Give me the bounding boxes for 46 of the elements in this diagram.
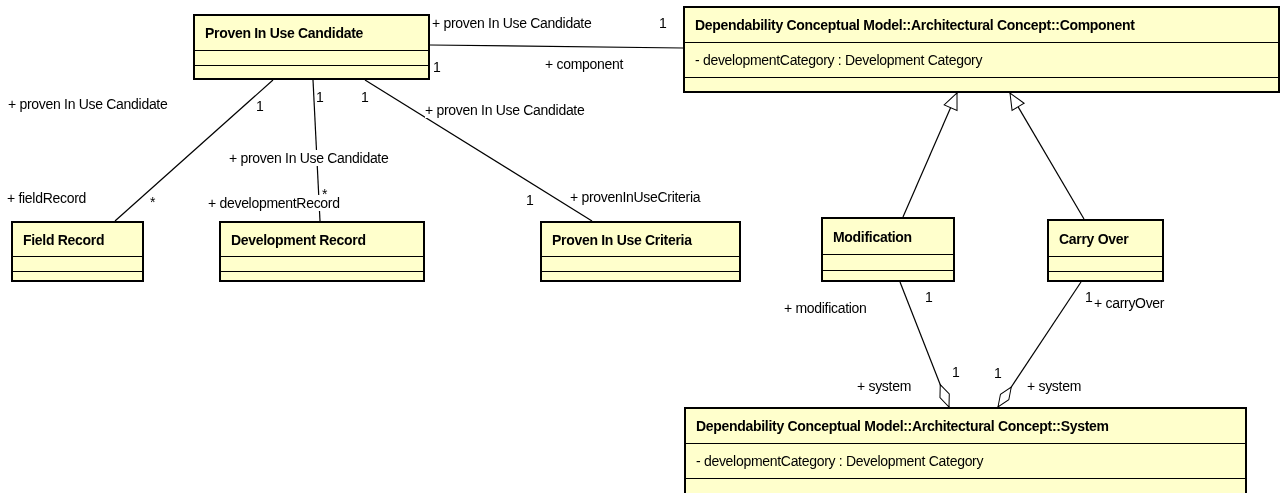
role-label: 1 [994, 365, 1002, 381]
generalization-arrow [1009, 92, 1085, 220]
class-box [684, 407, 1247, 493]
role-label: + developmentRecord [208, 195, 340, 211]
role-label: 1 [361, 89, 369, 105]
role-label: + modification [784, 300, 867, 316]
aggregation-line [899, 281, 950, 408]
class-name: Proven In Use Criteria [552, 231, 692, 248]
role-label: 1 [433, 59, 441, 75]
role-label: + provenInUseCriteria [570, 189, 701, 205]
attribute-text: - developmentCategory : Development Category [696, 453, 984, 469]
class-name: Dependability Conceptual Model::Architectural Concept::Component [695, 17, 1135, 33]
generalization-arrow [902, 92, 958, 218]
role-label: + component [545, 56, 624, 72]
role-label: + proven In Use Candidate [8, 96, 168, 112]
class-name: Field Record [23, 231, 105, 248]
association-line [364, 79, 593, 222]
class-box [540, 221, 741, 282]
role-label: 1 [316, 89, 324, 105]
class-name: Dependability Conceptual Model::Architectural Concept::System [696, 418, 1109, 434]
class-box [821, 217, 955, 282]
role-label: + system [857, 378, 911, 394]
role-label: + system [1027, 378, 1081, 394]
class-name: Proven In Use Candidate [205, 25, 364, 41]
role-label: 1 [925, 289, 933, 305]
class-box [11, 221, 144, 282]
class-box [193, 14, 430, 80]
role-label: + proven In Use Candidate [229, 150, 389, 166]
class-box [219, 221, 425, 282]
role-label: + fieldRecord [7, 190, 86, 206]
role-label: 1 [952, 364, 960, 380]
class-name: Modification [833, 228, 912, 245]
role-label: 1 [526, 192, 534, 208]
attribute-text: - developmentCategory : Development Category [695, 52, 983, 68]
role-label: + carryOver [1094, 295, 1165, 311]
role-label: 1 [659, 15, 667, 31]
aggregation-line [997, 281, 1082, 408]
class-box [1047, 219, 1164, 282]
role-label: 1 [256, 98, 264, 114]
role-label: + proven In Use Candidate [425, 102, 585, 118]
association-line [114, 79, 274, 222]
role-label: 1 [1085, 289, 1093, 305]
class-name: Carry Over [1059, 230, 1129, 247]
class-box [683, 6, 1280, 93]
association-line [429, 44, 684, 49]
class-name: Development Record [231, 231, 366, 248]
